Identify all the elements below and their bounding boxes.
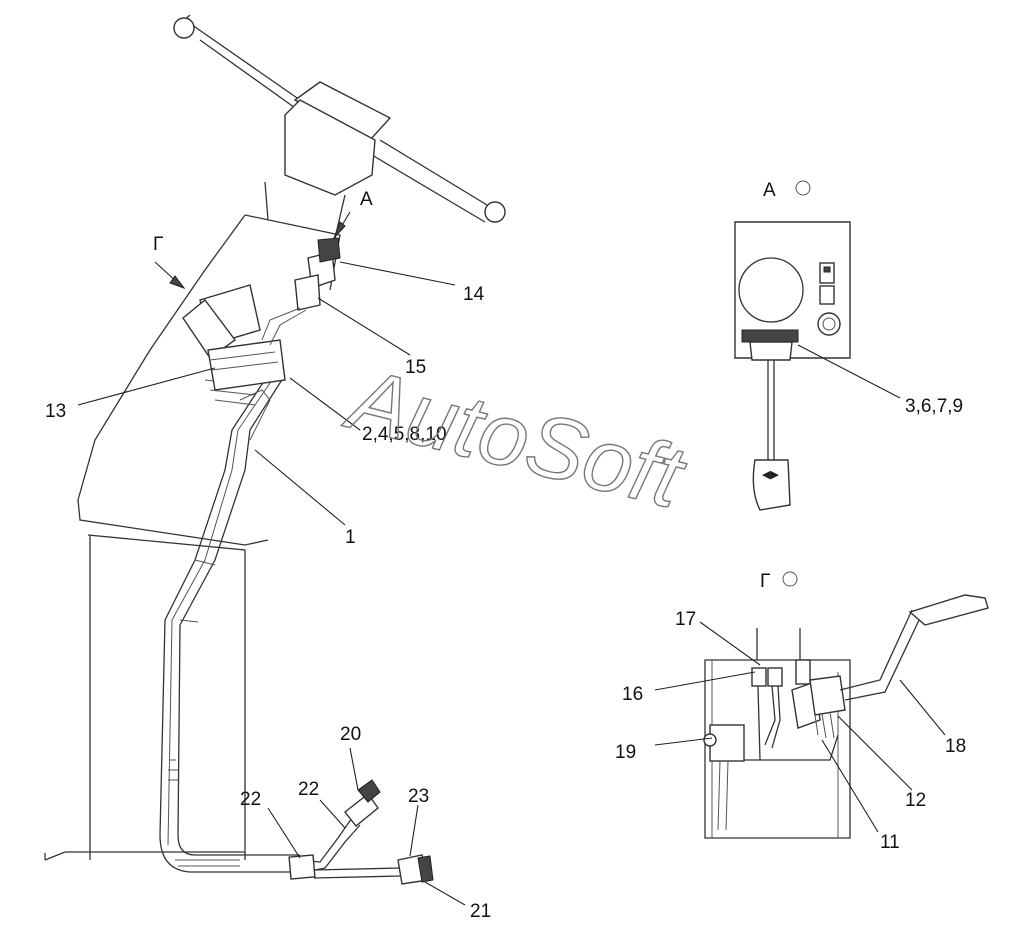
steering-wheel — [173, 14, 506, 223]
label-14: 14 — [463, 284, 485, 305]
label-15: 15 — [405, 357, 426, 378]
view-g: Г — [654, 571, 989, 839]
svg-text:◀▶: ◀▶ — [762, 468, 779, 481]
autosoft-watermark: AutoSoft — [336, 348, 696, 528]
label-19: 19 — [615, 742, 636, 763]
leaders-main — [77, 261, 466, 906]
view-arrow-a-label: А — [360, 189, 373, 210]
switch-block — [182, 284, 286, 391]
label-2-4-5-8-10: 2,4,5,8,10 — [362, 424, 447, 445]
view-arrow-g: Г — [153, 234, 186, 290]
label-1: 1 — [345, 527, 356, 548]
label-22-upper: 22 — [298, 779, 319, 800]
label-17: 17 — [675, 609, 696, 630]
connector-14-15 — [261, 237, 341, 346]
label-16: 16 — [622, 684, 643, 705]
label-18: 18 — [945, 736, 966, 757]
wiring-harness — [159, 374, 300, 873]
label-22-lower: 22 — [240, 789, 261, 810]
label-20: 20 — [340, 724, 361, 745]
view-arrow-a: А — [333, 189, 373, 239]
label-11: 11 — [880, 832, 900, 853]
label-21: 21 — [470, 901, 491, 922]
label-13: 13 — [45, 401, 66, 422]
label-23: 23 — [408, 786, 429, 807]
label-12: 12 — [905, 790, 926, 811]
connectors-20-21-22-23 — [288, 779, 434, 885]
view-a-title: А — [763, 180, 776, 201]
view-arrow-g-label: Г — [153, 234, 163, 255]
label-3-6-7-9: 3,6,7,9 — [905, 396, 963, 417]
view-a: А ◀▶ — [734, 180, 901, 511]
view-g-title: Г — [760, 571, 770, 592]
